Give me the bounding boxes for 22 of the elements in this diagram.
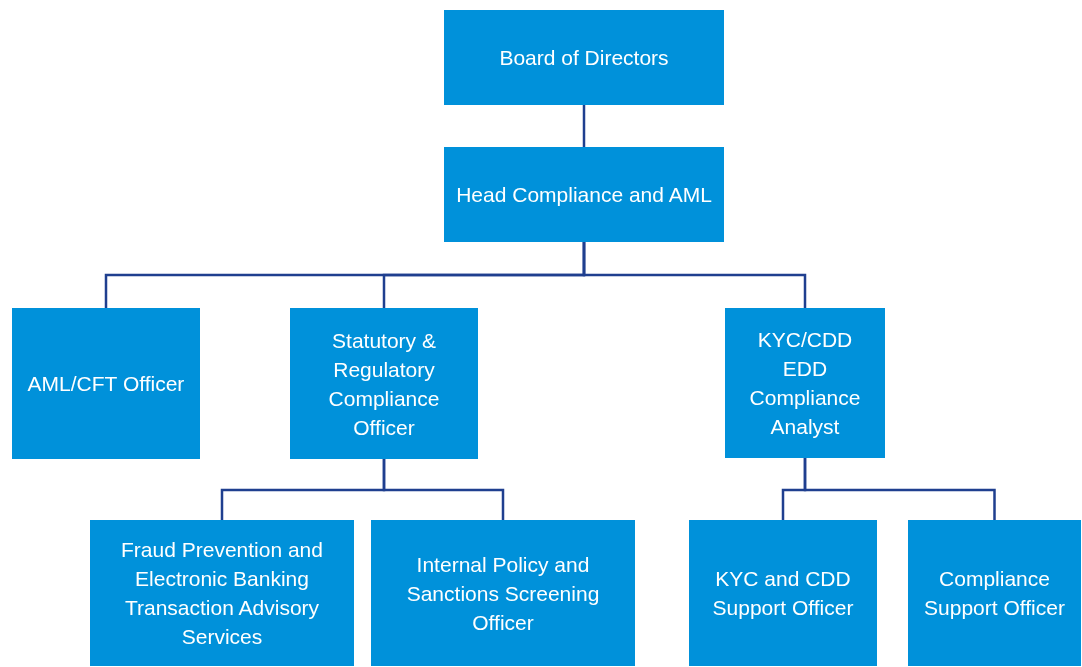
- role-title: Board of Directors: [499, 45, 669, 71]
- org-box: [444, 147, 724, 242]
- role-title: AML/CFT Officer: [27, 371, 185, 397]
- org-box: [444, 10, 724, 105]
- role-title: Compliance Support Officer: [923, 566, 1066, 621]
- org-box: [908, 520, 1081, 666]
- connector-line: [582, 105, 586, 147]
- connector-line: [803, 458, 996, 520]
- role-title: Internal Policy and Sanctions Screening Officer: [405, 551, 601, 636]
- org-box: [689, 520, 877, 666]
- connector-line: [382, 459, 505, 520]
- role-title: KYC/CDD EDD Compliance Analyst: [748, 327, 862, 440]
- org-box: [371, 520, 635, 666]
- role-title: Head Compliance and AML: [456, 182, 712, 208]
- org-box: [90, 520, 354, 666]
- org-box: [12, 308, 200, 459]
- role-title: Statutory & Regulatory Compliance Officer: [327, 327, 441, 441]
- connector-line: [582, 242, 807, 308]
- org-box: [290, 308, 478, 459]
- role-title: Fraud Prevention and Electronic Banking Transaction Advisory Services: [120, 537, 324, 650]
- role-title: KYC and CDD Support Officer: [711, 566, 855, 621]
- org-box: [725, 308, 885, 458]
